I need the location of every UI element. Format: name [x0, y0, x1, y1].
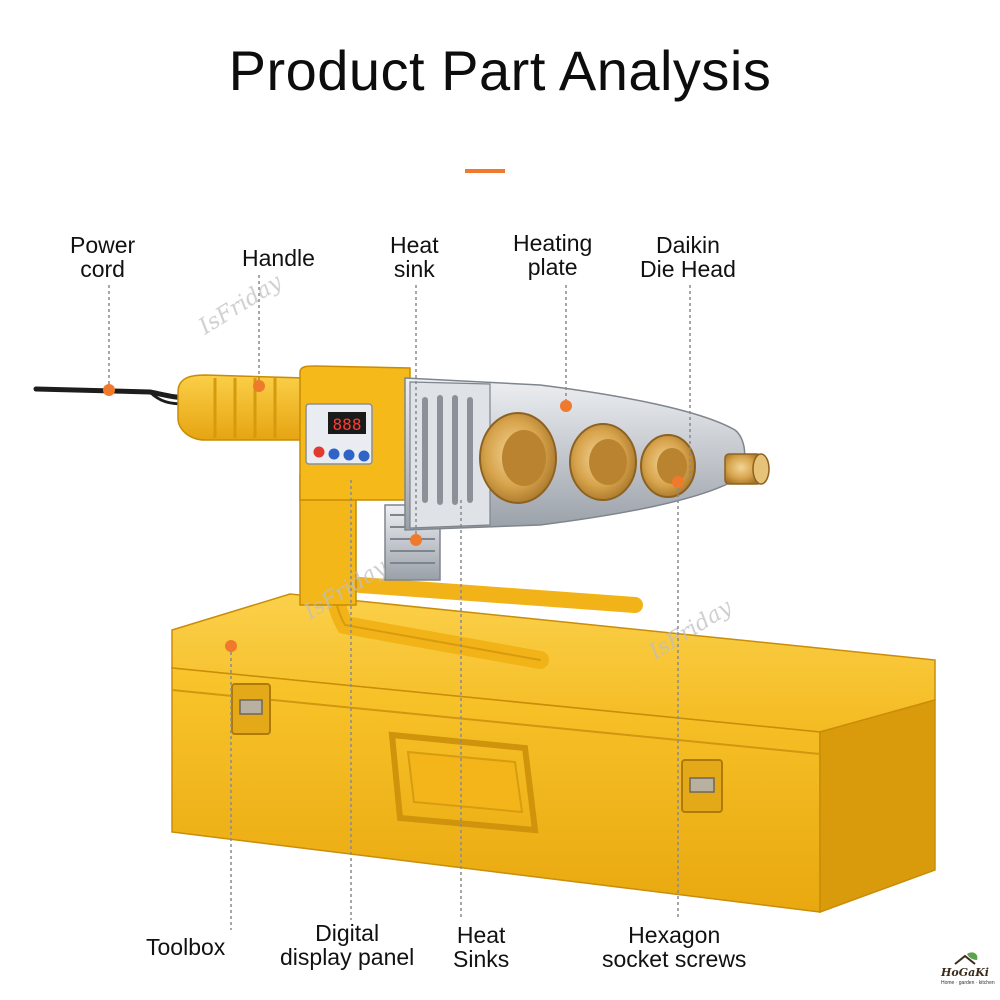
brand-logo-tagline: Home · garden · kitchen: [941, 980, 995, 986]
handle: [177, 374, 306, 441]
page-title: Product Part Analysis: [228, 39, 772, 102]
display-readout: 888: [333, 415, 362, 434]
callout-lines: [108, 275, 691, 930]
latch-right: [681, 759, 723, 813]
title-underline: [465, 169, 505, 173]
brand-logo-icon: [954, 952, 978, 965]
label-toolbox: Toolbox: [146, 934, 226, 960]
toolbox: [171, 593, 936, 914]
callout-dots: [103, 380, 684, 652]
brand-logo-name: HoGaKi: [941, 966, 989, 979]
main-body: 888: [299, 365, 411, 501]
label-handle: Handle: [242, 245, 315, 271]
latch-left: [231, 683, 271, 735]
watermark-1: IsFriday: [194, 270, 287, 341]
